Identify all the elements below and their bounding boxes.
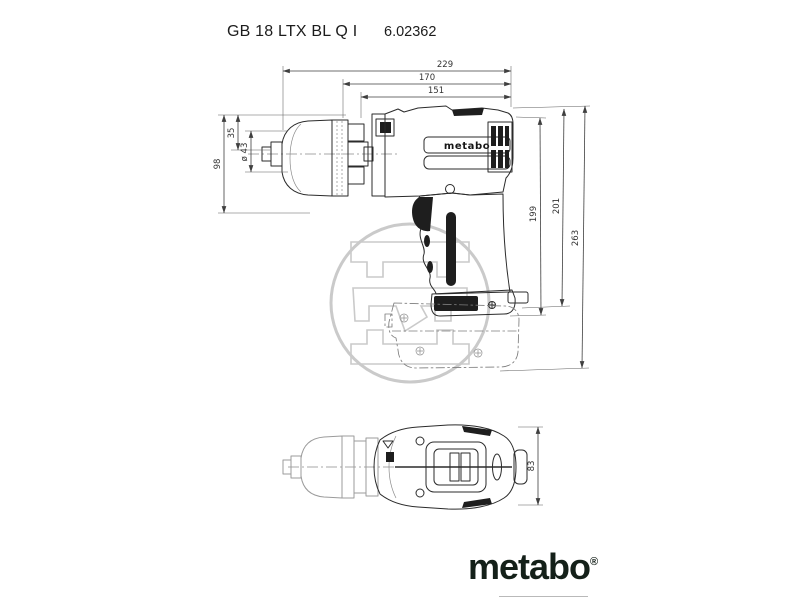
dimension-value-body-width: 83: [527, 461, 537, 472]
metabo-logo-text: metabo: [468, 546, 591, 587]
mode-mark: [386, 452, 394, 462]
dimension-front-length: 151: [360, 86, 512, 100]
dimension-chuck-diameter: ø 43: [240, 130, 254, 173]
quick-change-collar: [347, 123, 374, 185]
dimension-value-overall-height: 263: [571, 230, 581, 246]
foot-pad: [434, 296, 478, 311]
dimension-body-width: 83: [527, 426, 541, 506]
dimension-value-front-length: 151: [428, 86, 444, 96]
trigger: [412, 197, 433, 232]
top-vent-lower: [462, 498, 492, 508]
forward-reverse-switch: [445, 184, 455, 194]
top-screw-lower: [415, 488, 425, 498]
dimension-annotations: 229 170 151 35 ø 43: [213, 60, 591, 506]
knurl-ring: [331, 119, 349, 197]
dimension-value-chuck-diameter: ø 43: [240, 143, 250, 162]
battery-screws: [399, 313, 483, 358]
dimension-value-overall-length: 229: [437, 60, 453, 70]
top-vent-upper: [462, 426, 492, 436]
handle-foot: [430, 289, 516, 317]
label-band: [423, 136, 511, 154]
top-vent: [452, 108, 484, 116]
top-view-body: [373, 424, 517, 510]
battery-release-button: [384, 313, 393, 328]
dimension-nose-offset: 35: [227, 114, 241, 151]
registered-trademark-icon: ®: [590, 556, 599, 568]
motor-housing: [384, 105, 514, 198]
chuck-body: [281, 119, 333, 197]
dimension-overall-length: 229: [282, 60, 512, 74]
dimension-value-body-length: 170: [419, 73, 435, 83]
rear-bumper: [513, 449, 528, 485]
grip-insert: [446, 212, 456, 286]
order-number: 6.02362: [384, 24, 437, 40]
foot-screw: [488, 301, 496, 309]
mode-arrow: [382, 440, 394, 449]
tool-top-view: [282, 424, 528, 510]
dimension-outer-height: 201: [552, 108, 567, 307]
dimension-value-nose-offset: 35: [227, 128, 237, 139]
battery-pack-phantom: [384, 302, 520, 369]
top-view-battery: [425, 441, 487, 493]
dimension-inner-height: 199: [529, 117, 544, 316]
dimension-value-front-height: 98: [213, 159, 223, 170]
rear-slot: [492, 453, 502, 481]
top-screw-upper: [415, 436, 425, 446]
dimension-value-inner-height: 199: [529, 206, 539, 222]
dimension-value-outer-height: 201: [552, 198, 562, 214]
housing-brand-label: metabo: [444, 141, 490, 152]
dimension-overall-height: 263: [571, 105, 588, 369]
model-title: GB 18 LTX BL Q I: [227, 23, 358, 40]
top-view-chuck: [282, 435, 379, 499]
rear-vents: [487, 121, 513, 173]
dimension-body-length: 170: [342, 73, 512, 87]
grip-slot: [423, 155, 511, 170]
belt-clip: [507, 291, 529, 304]
dimension-front-height: 98: [213, 114, 227, 214]
metabo-logo: metabo®: [468, 549, 598, 585]
logo-underline: [499, 596, 588, 597]
